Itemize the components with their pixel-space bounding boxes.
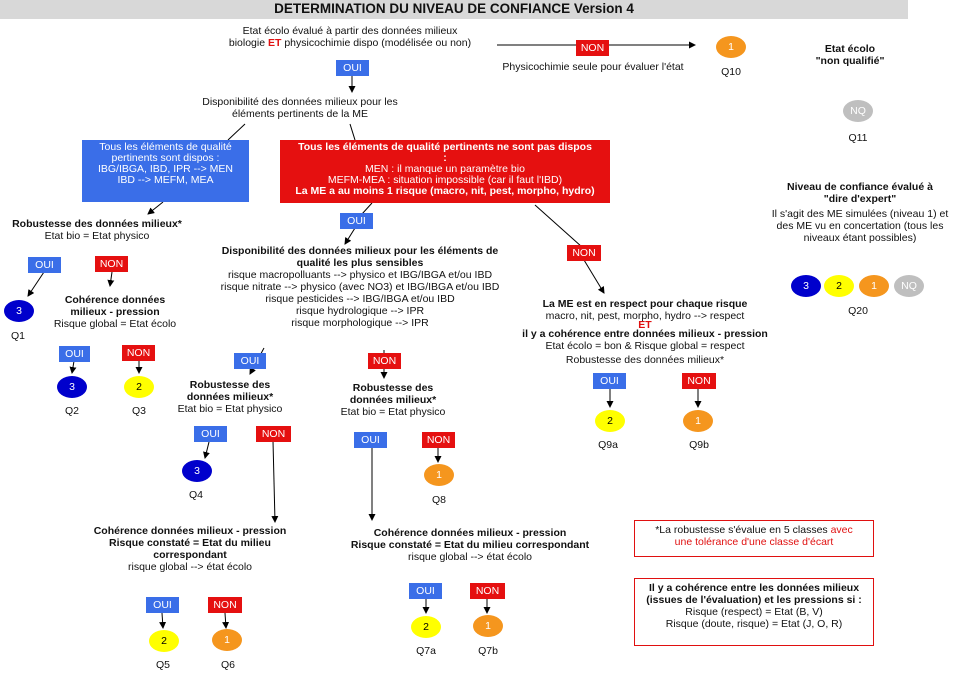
- note-coherence: Il y a cohérence entre les données milie…: [634, 578, 874, 646]
- arrow-q4: [203, 441, 210, 459]
- level-2-q9a: 2: [595, 410, 625, 432]
- level-1-q8: 1: [424, 464, 454, 486]
- tag-non-coh-b2: NON: [470, 583, 505, 599]
- tag-oui-top: OUI: [336, 60, 369, 76]
- tag-oui-respect: OUI: [593, 373, 626, 389]
- q7b-label: Q7b: [478, 645, 498, 657]
- arrow-red-non-a: [534, 204, 583, 248]
- tag-non-rob-mid2: NON: [422, 432, 455, 448]
- robustesse-left: Robustesse des données milieux* Etat bio…: [12, 218, 182, 242]
- level-1-q10: 1: [716, 36, 746, 58]
- q11-label: Q11: [848, 132, 868, 144]
- level-1-q9b: 1: [683, 410, 713, 432]
- tag-oui-rob-mid: OUI: [194, 426, 227, 442]
- q7a-label: Q7a: [416, 645, 436, 657]
- all-elements-available-box: Tous les éléments de qualité pertinents …: [82, 140, 249, 202]
- tag-non-top: NON: [576, 40, 609, 56]
- level-1-q20: 1: [859, 275, 889, 297]
- q8-label: Q8: [431, 494, 446, 506]
- tag-non-coh-b1: NON: [208, 597, 242, 613]
- level-3-q20: 3: [791, 275, 821, 297]
- tag-non-respect: NON: [682, 373, 716, 389]
- q10-label: Q10: [721, 66, 741, 78]
- respect-question: La ME est en respect pour chaque risque …: [522, 298, 768, 366]
- page-title: DETERMINATION DU NIVEAU DE CONFIANCE Ver…: [274, 1, 634, 16]
- tag-non-coh-left: NON: [122, 345, 155, 361]
- arrow-blue-down: [147, 201, 164, 215]
- arrow-coh-left: [107, 271, 115, 287]
- coherence-bottom2: Cohérence données milieux - pression Ris…: [350, 527, 590, 563]
- non-qualifie-text: Etat écolo "non qualifié": [815, 43, 885, 67]
- tag-oui-coh-left: OUI: [59, 346, 90, 362]
- note-robustesse: *La robustesse s'évalue en 5 classes ave…: [634, 520, 874, 557]
- coherence-bottom1: Cohérence données milieux - pression Ris…: [93, 525, 287, 573]
- tag-non-rob-left: NON: [95, 256, 128, 272]
- expert-title: Niveau de confiance évalué à "dire d'exp…: [787, 181, 933, 205]
- arrow-coh-b1: [271, 440, 279, 523]
- q1-label: Q1: [10, 330, 25, 342]
- q20-label: Q20: [848, 305, 868, 317]
- q9b-label: Q9b: [689, 439, 709, 451]
- q2-label: Q2: [64, 405, 79, 417]
- robustesse-mid: Robustesse des données milieux* Etat bio…: [177, 379, 283, 415]
- q5-label: Q5: [155, 659, 170, 671]
- level-2-q7a: 2: [411, 616, 441, 638]
- tag-oui-coh-b2: OUI: [409, 583, 442, 599]
- q4-label: Q4: [188, 489, 203, 501]
- arrow-red-non-b: [583, 259, 605, 294]
- coherence-left: Cohérence données milieux - pression Ris…: [53, 294, 177, 330]
- tag-oui-red: OUI: [340, 213, 373, 229]
- level-3-q2: 3: [57, 376, 87, 398]
- level-1-q6: 1: [212, 629, 242, 651]
- dispo-question: Disponibilité des données milieux pour l…: [202, 96, 398, 120]
- level-2-q3: 2: [124, 376, 154, 398]
- level-3-q1: 3: [4, 300, 34, 322]
- arrow-q5: [159, 612, 167, 629]
- tag-oui-coh-b1: OUI: [146, 597, 179, 613]
- level-nq-q11: NQ: [843, 100, 873, 122]
- level-nq-q20: NQ: [894, 275, 924, 297]
- arrow-q1: [27, 271, 45, 297]
- tag-oui-rob-left: OUI: [28, 257, 61, 273]
- q6-label: Q6: [220, 659, 235, 671]
- expert-desc: Il s'agit des ME simulées (niveau 1) et …: [771, 208, 949, 244]
- level-1-q7b: 1: [473, 615, 503, 637]
- q9a-label: Q9a: [598, 439, 618, 451]
- tag-non-red: NON: [567, 245, 601, 261]
- arrow-to-blue: [227, 123, 246, 141]
- not-all-elements-box: Tous les éléments de qualité pertinents …: [280, 140, 610, 203]
- arrow-q2: [69, 360, 77, 374]
- arrow-q6: [222, 612, 230, 629]
- sensibles-question: Disponibilité des données milieux pour l…: [220, 245, 500, 329]
- level-2-q20: 2: [824, 275, 854, 297]
- tag-oui-rob-mid2: OUI: [354, 432, 387, 448]
- level-2-q5: 2: [149, 630, 179, 652]
- title-bar: DETERMINATION DU NIVEAU DE CONFIANCE Ver…: [0, 0, 908, 19]
- arrow-to-red: [349, 123, 356, 141]
- arrow-to-sensibles: [344, 227, 356, 245]
- robustesse-mid2: Robustesse des données milieux* Etat bio…: [340, 382, 446, 418]
- arrow-red-oui: [361, 202, 373, 215]
- tag-non-rob-mid: NON: [256, 426, 291, 442]
- level-3-q4: 3: [182, 460, 212, 482]
- tag-non-sensibles: NON: [368, 353, 401, 369]
- top-question: Etat écolo évalué à partir des données m…: [228, 25, 472, 49]
- tag-oui-sensibles: OUI: [234, 353, 266, 369]
- q3-label: Q3: [131, 405, 146, 417]
- physico-only-text: Physicochimie seule pour évaluer l'état: [502, 61, 684, 73]
